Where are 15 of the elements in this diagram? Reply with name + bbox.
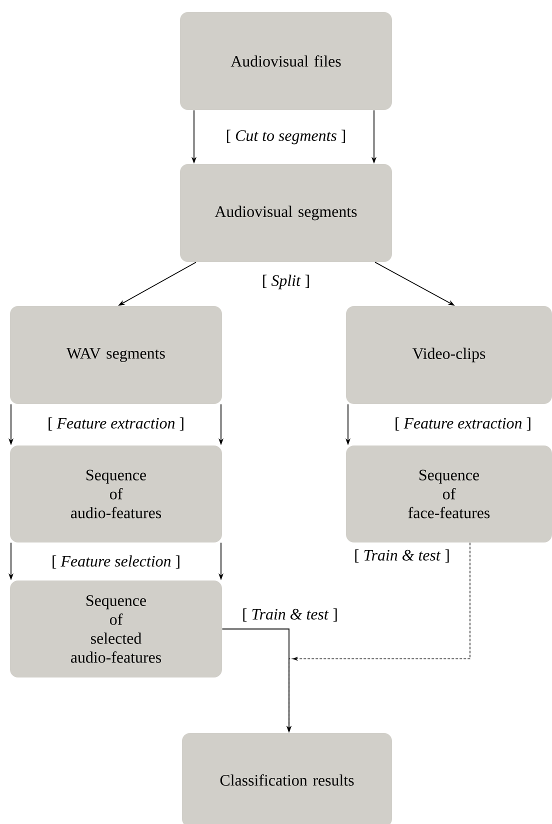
- edge-label: [ Feature selection ]: [50, 554, 182, 570]
- process-box: WAV segments: [10, 306, 222, 404]
- edge-label: [ Cut to segments ]: [224, 128, 348, 146]
- process-box: Sequence of face-features: [346, 446, 552, 542]
- process-box: Audiovisual segments: [180, 164, 392, 262]
- process-box: Video-clips: [346, 306, 552, 404]
- process-box: Sequence of selected audio-features: [10, 580, 222, 678]
- edge-label: [ Train & test ]: [241, 607, 339, 623]
- process-box: Classification results: [182, 733, 392, 824]
- process-box: Audiovisual files: [180, 12, 392, 110]
- edge-label: [ Split ]: [260, 274, 312, 290]
- edge-label: [ Train & test ]: [353, 548, 451, 564]
- edge-label: [ Feature extraction ]: [393, 416, 533, 432]
- process-box: Sequence of audio-features: [10, 446, 222, 542]
- edge-label: [ Feature extraction ]: [46, 416, 186, 432]
